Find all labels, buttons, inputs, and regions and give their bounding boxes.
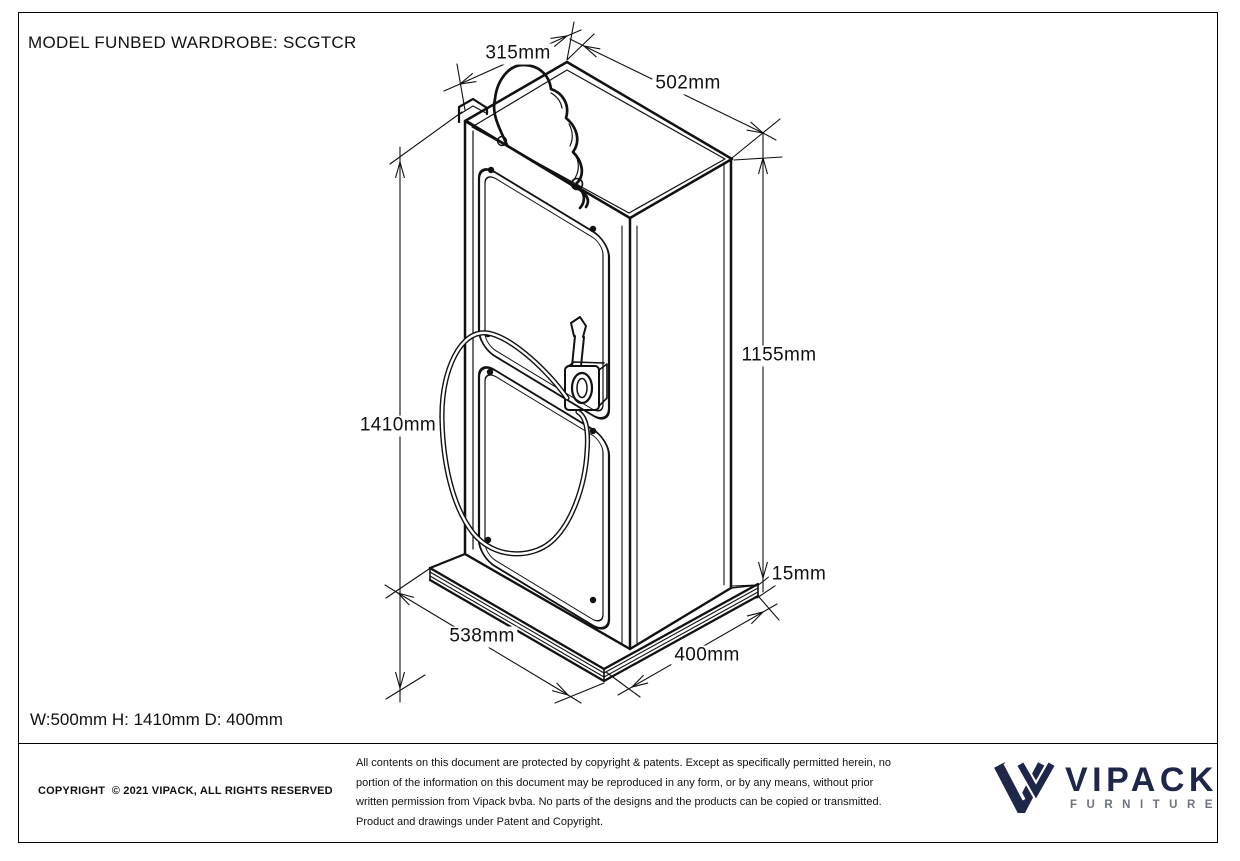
cloud-top-panel xyxy=(466,63,590,210)
lanyard-cord xyxy=(439,330,591,557)
vipack-w-monogram-icon xyxy=(994,761,1057,813)
logo-tagline-text: FURNITURE xyxy=(1070,799,1222,811)
dim-base-width-label: 538mm xyxy=(446,626,518,648)
screw-holes xyxy=(484,166,597,604)
vipack-logo: VIPACK FURNITURE xyxy=(975,758,1215,828)
cabinet-body xyxy=(457,60,734,651)
page-title: MODEL FUNBED WARDROBE: SCGTCR xyxy=(28,33,357,52)
dim-base-thickness-label: 15mm xyxy=(768,564,830,586)
key-lock xyxy=(564,316,608,411)
dim-top-depth-label: 502mm xyxy=(652,73,724,95)
dim-top-width-label: 315mm xyxy=(482,43,554,65)
dim-overall-height-label: 1410mm xyxy=(356,415,440,437)
size-summary: W:500mm H: 1410mm D: 400mm xyxy=(30,710,283,729)
logo-brand-text: VIPACK xyxy=(1065,761,1218,799)
legal-text: All contents on this document are protec… xyxy=(356,757,892,828)
dimension-lines xyxy=(384,21,789,704)
dim-base-depth-label: 400mm xyxy=(671,645,743,667)
dim-side-height-label: 1155mm xyxy=(738,345,820,367)
copyright-text: COPYRIGHT © 2021 VIPACK, ALL RIGHTS RESE… xyxy=(38,785,333,797)
page-border xyxy=(18,12,1218,843)
footer: COPYRIGHT © 2021 VIPACK, ALL RIGHTS RESE… xyxy=(18,743,1218,842)
